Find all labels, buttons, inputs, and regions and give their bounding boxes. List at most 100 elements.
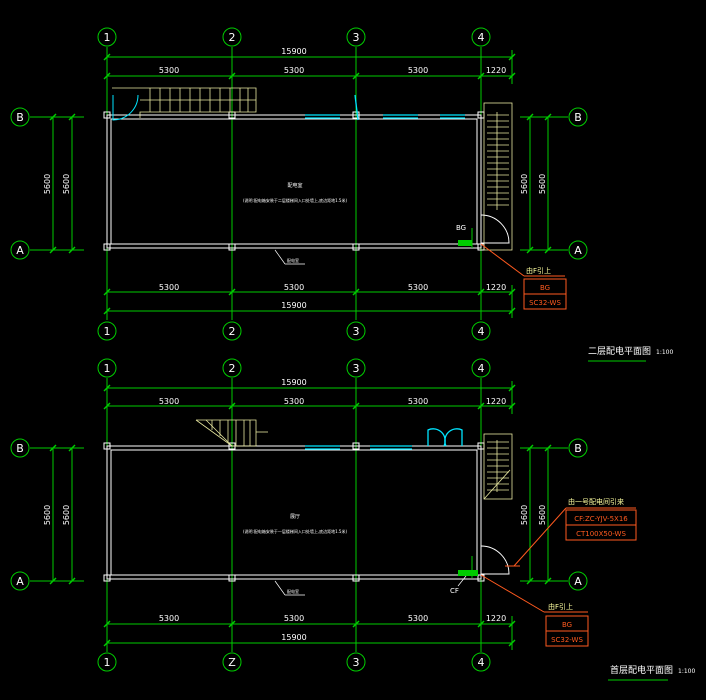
upper-col-label: 4 — [478, 325, 485, 338]
lower-dim-ticks — [49, 384, 552, 647]
upper-floor-note: 配电室 — [287, 257, 299, 263]
upper-dim-seg: 1220 — [486, 66, 506, 75]
lower-dim-seg-bottom: 5300 — [284, 614, 304, 623]
upper-dim-seg-bottom: 1220 — [486, 283, 506, 292]
lower-plan: 1 2 3 4 1 Z 3 4 B A B A 15900 5300 5300 … — [10, 358, 695, 681]
upper-col-label: 4 — [478, 31, 485, 44]
upper-drawing-scale: 1:100 — [656, 349, 673, 356]
upper-column-bubbles — [10, 27, 588, 341]
upper-col-label: 2 — [229, 31, 236, 44]
upper-dim-vert: 5600 — [43, 174, 52, 194]
lower-dim-vert: 5600 — [43, 505, 52, 525]
lower-dim-total-top: 15900 — [281, 378, 306, 387]
lower-callout-line1: BG — [562, 621, 572, 629]
upper-dim-total-bottom: 15900 — [281, 301, 306, 310]
upper-callout-line2: SC32-WS — [529, 299, 561, 307]
lower-column-bubbles — [10, 358, 588, 672]
lower-cable-callout: 由一号配电间引来 CF:ZC-YJV-5X16 CT100X50-WS — [505, 497, 637, 567]
lower-dim-seg-bottom: 1220 — [486, 614, 506, 623]
lower-panel-box — [458, 570, 478, 576]
upper-stair-right — [483, 102, 513, 251]
lower-stair-left — [195, 419, 268, 447]
upper-row-label: A — [574, 244, 582, 257]
lower-dim-seg: 5300 — [408, 397, 428, 406]
lower-grid-lines — [30, 378, 568, 652]
upper-leader — [274, 249, 286, 265]
upper-col-label: 3 — [353, 325, 360, 338]
lower-drawing-title: 首层配电平面图 — [610, 664, 673, 676]
upper-dim-ticks — [49, 53, 552, 315]
lower-col-label: 2 — [229, 362, 236, 375]
lower-floor-note: 配电室 — [287, 588, 299, 594]
upper-col-label: 3 — [353, 31, 360, 44]
upper-callout-header: 由F引上 — [526, 266, 551, 275]
lower-dim-text: 15900 5300 5300 5300 1220 5300 5300 5300… — [43, 378, 547, 642]
lower-dim-seg: 5300 — [284, 397, 304, 406]
lower-row-label: B — [16, 442, 24, 455]
lower-row-label: A — [574, 575, 582, 588]
lower-dim-total-bottom: 15900 — [281, 633, 306, 642]
upper-dim-vert: 5600 — [62, 174, 71, 194]
upper-room-note: (说明:配电箱安装于二层楼梯间入口处墙上,底边距地1.5米) — [243, 197, 348, 203]
lower-callout-line2: SC32-WS — [551, 636, 583, 644]
lower-col-label: Z — [228, 656, 236, 669]
upper-panel-box — [458, 240, 472, 246]
lower-cable-callout-line2: CT100X50-WS — [576, 530, 626, 538]
lower-row-label: A — [16, 575, 24, 588]
lower-door-right — [480, 545, 510, 575]
lower-dim-seg-bottom: 5300 — [408, 614, 428, 623]
upper-plan: 1 2 3 4 1 2 3 4 B A B A 15900 5300 5300 … — [10, 27, 673, 362]
upper-dim-seg-bottom: 5300 — [408, 283, 428, 292]
upper-dim-seg-bottom: 5300 — [284, 283, 304, 292]
lower-callout: 由F引上 BG SC32-WS — [480, 574, 589, 647]
upper-dim-seg-bottom: 5300 — [159, 283, 179, 292]
upper-equip-label: BG — [456, 224, 466, 232]
upper-dim-vert: 5600 — [520, 174, 529, 194]
upper-dim-seg: 5300 — [284, 66, 304, 75]
upper-dim-vert: 5600 — [538, 174, 547, 194]
upper-grid-lines — [30, 47, 568, 320]
lower-cable-callout-line1: CF:ZC-YJV-5X16 — [574, 515, 628, 523]
lower-stair-right — [483, 433, 513, 500]
lower-walls — [103, 442, 485, 582]
lower-col-label: 3 — [353, 362, 360, 375]
lower-col-label: 3 — [353, 656, 360, 669]
lower-dim-seg-bottom: 5300 — [159, 614, 179, 623]
upper-col-label: 1 — [104, 325, 111, 338]
lower-windows — [305, 428, 463, 450]
lower-dim-seg: 1220 — [486, 397, 506, 406]
lower-cable-callout-header: 由一号配电间引来 — [568, 497, 624, 506]
lower-equip-label: CF — [450, 587, 459, 595]
upper-room-name: 配电室 — [287, 182, 302, 189]
lower-room-note: (说明:配电箱安装于一层楼梯间入口处墙上,底边距地1.5米) — [243, 528, 348, 534]
upper-dim-total-top: 15900 — [281, 47, 306, 56]
upper-col-label: 2 — [229, 325, 236, 338]
upper-callout: 由F引上 BG SC32-WS — [480, 243, 567, 310]
upper-callout-line1: BG — [540, 284, 550, 292]
lower-callout-header: 由F引上 — [548, 602, 573, 611]
upper-axis-labels: 1 2 3 4 1 2 3 4 B A B A — [16, 31, 582, 338]
upper-door-right — [480, 214, 510, 244]
lower-dim-vert: 5600 — [538, 505, 547, 525]
upper-dim-seg: 5300 — [408, 66, 428, 75]
upper-row-label: B — [16, 111, 24, 124]
lower-dim-vert: 5600 — [520, 505, 529, 525]
lower-drawing-scale: 1:100 — [678, 668, 695, 675]
upper-walls — [103, 111, 485, 251]
lower-dim-seg: 5300 — [159, 397, 179, 406]
lower-col-label: 1 — [104, 656, 111, 669]
upper-stair-left — [112, 87, 257, 118]
upper-row-label: B — [574, 111, 582, 124]
lower-room-name: 展厅 — [290, 514, 300, 520]
lower-col-label: 4 — [478, 362, 485, 375]
upper-row-label: A — [16, 244, 24, 257]
upper-col-label: 1 — [104, 31, 111, 44]
lower-col-label: 4 — [478, 656, 485, 669]
upper-dim-text: 15900 5300 5300 5300 1220 5300 5300 5300… — [43, 47, 547, 310]
lower-row-label: B — [574, 442, 582, 455]
upper-dim-seg: 5300 — [159, 66, 179, 75]
upper-door-left — [112, 94, 139, 121]
upper-windows — [305, 94, 465, 121]
lower-col-label: 1 — [104, 362, 111, 375]
